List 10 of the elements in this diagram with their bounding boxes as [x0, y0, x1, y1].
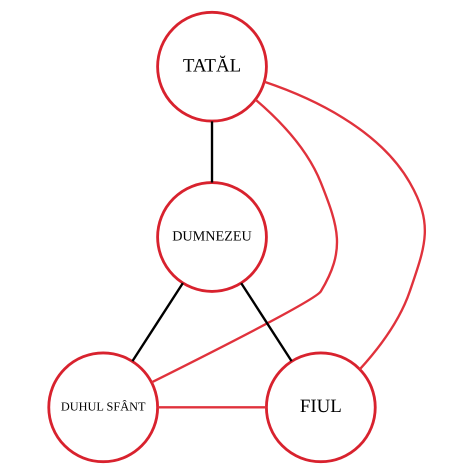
- node-circle: TATĂL: [156, 10, 268, 122]
- connector: [131, 282, 184, 362]
- connector: [210, 121, 214, 183]
- connector: [240, 282, 293, 362]
- node-circle: DUMNEZEU: [156, 181, 268, 293]
- node-circle: DUHUL SFÂNT: [47, 352, 160, 464]
- connector: [158, 406, 266, 408]
- node-circle: FIUL: [265, 352, 377, 464]
- connector: [151, 98, 338, 384]
- connector: [264, 80, 426, 370]
